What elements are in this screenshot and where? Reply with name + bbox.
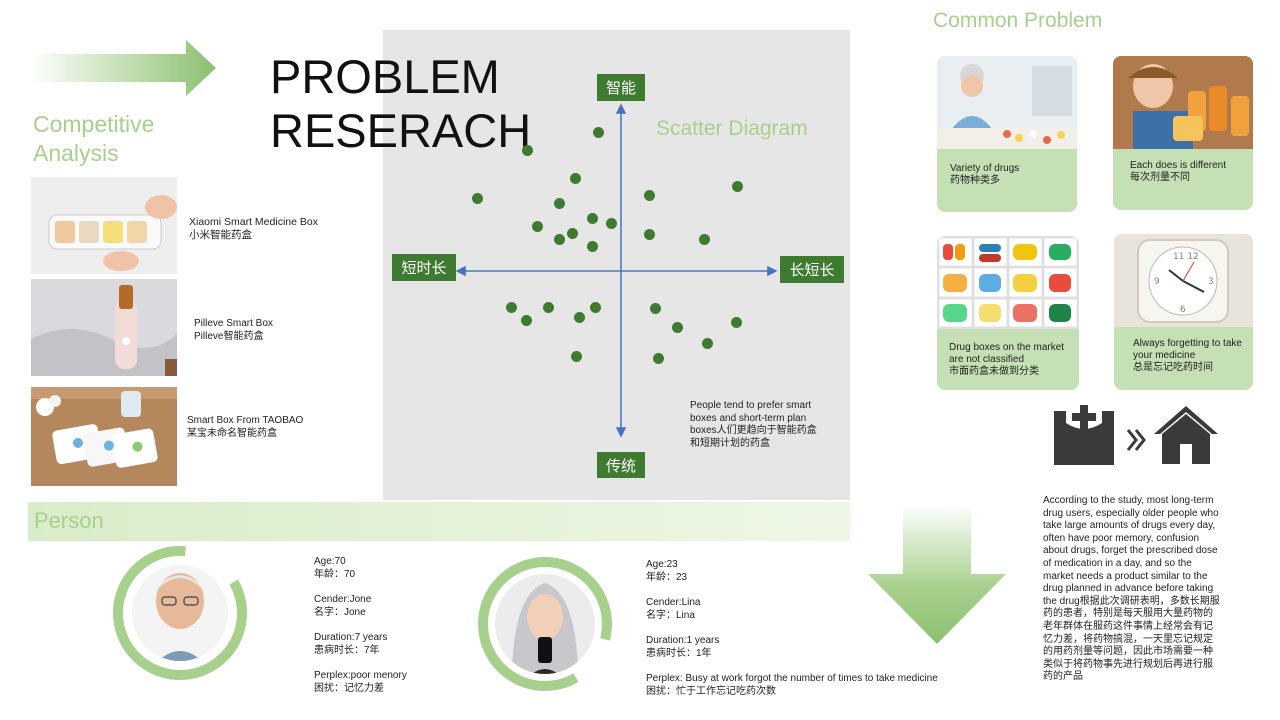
taobao-box-photo bbox=[31, 387, 177, 486]
problem-card-forgetting: 11 12 9 3 6 Always forgetting to take yo… bbox=[1114, 234, 1253, 390]
svg-text:3: 3 bbox=[1208, 277, 1214, 287]
scatter-point bbox=[653, 352, 665, 364]
scatter-point bbox=[730, 316, 742, 328]
scatter-point bbox=[571, 351, 583, 363]
scatter-point bbox=[542, 301, 554, 313]
product-2-label: Pilleve Smart Box Pilleve智能药盒 bbox=[194, 318, 273, 342]
product-3-label: Smart Box From TAOBAO 某宝未命名智能药盒 bbox=[187, 415, 304, 439]
scatter-point bbox=[606, 217, 618, 229]
scatter-point bbox=[553, 197, 565, 209]
scatter-point bbox=[471, 192, 483, 204]
scatter-point bbox=[574, 311, 586, 323]
scatter-point bbox=[531, 220, 543, 232]
problem-card-dose: Each does is different 每次剂量不同 bbox=[1113, 56, 1253, 210]
pilleve-box-photo bbox=[31, 279, 177, 376]
product-1-label: Xiaomi Smart Medicine Box 小米智能药盒 bbox=[189, 216, 318, 241]
double-chevron-icon bbox=[1126, 429, 1146, 451]
scatter-point bbox=[732, 181, 744, 193]
scatter-point bbox=[520, 315, 532, 326]
axis-bottom-label: 传统 bbox=[597, 452, 645, 478]
persona-avatar-elderly bbox=[113, 546, 247, 680]
problem-card-variety: Variety of drugs 药物种类多 bbox=[937, 56, 1077, 212]
scatter-note: People tend to prefer smart boxes and sh… bbox=[690, 400, 817, 449]
problem-card-unclassified: Drug boxes on the market are not classif… bbox=[937, 236, 1079, 390]
page-title: PROBLEM RESERACH bbox=[270, 50, 532, 157]
persona-2-details: Age:23 年龄：23 Cender:Lina 名字：Lina Duratio… bbox=[646, 559, 938, 697]
medicine-box-icon bbox=[1054, 405, 1114, 465]
scatter-point bbox=[672, 321, 684, 333]
persona-avatar-young bbox=[477, 557, 612, 691]
person-heading: Person bbox=[34, 508, 104, 533]
conclusion-text: According to the study, most long-term d… bbox=[1043, 495, 1220, 683]
scatter-point bbox=[587, 212, 599, 224]
scatter-point bbox=[643, 229, 655, 241]
axis-top-label: 智能 bbox=[597, 74, 645, 101]
person-band bbox=[28, 502, 850, 541]
scatter-point bbox=[643, 189, 655, 201]
scatter-point bbox=[650, 303, 662, 315]
scatter-point bbox=[553, 234, 565, 246]
competitive-heading: Competitive Analysis bbox=[33, 111, 155, 166]
scatter-point bbox=[590, 301, 602, 313]
scatter-axes bbox=[455, 103, 778, 438]
axis-left-label: 短时长 bbox=[392, 254, 456, 281]
down-arrow-graphic bbox=[868, 504, 1006, 644]
svg-text:11 12: 11 12 bbox=[1173, 252, 1199, 262]
scatter-heading: Scatter Diagram bbox=[656, 117, 808, 140]
scatter-point bbox=[593, 126, 605, 138]
scatter-point bbox=[702, 338, 714, 350]
scatter-point bbox=[569, 173, 581, 185]
scatter-point bbox=[699, 234, 711, 246]
scatter-point bbox=[522, 145, 534, 157]
scatter-point bbox=[506, 301, 518, 313]
right-arrow-graphic bbox=[30, 40, 216, 96]
svg-text:6: 6 bbox=[1180, 305, 1186, 315]
home-icon bbox=[1154, 406, 1218, 464]
xiaomi-box-photo bbox=[31, 177, 177, 274]
axis-right-label: 长短长 bbox=[780, 256, 844, 283]
persona-1-details: Age:70 年龄：70 Cender:Jone 名字：Jone Duratio… bbox=[314, 556, 407, 694]
common-problem-heading: Common Problem bbox=[933, 9, 1103, 32]
scatter-point bbox=[587, 240, 599, 252]
svg-text:9: 9 bbox=[1154, 277, 1160, 287]
scatter-point bbox=[566, 227, 578, 239]
